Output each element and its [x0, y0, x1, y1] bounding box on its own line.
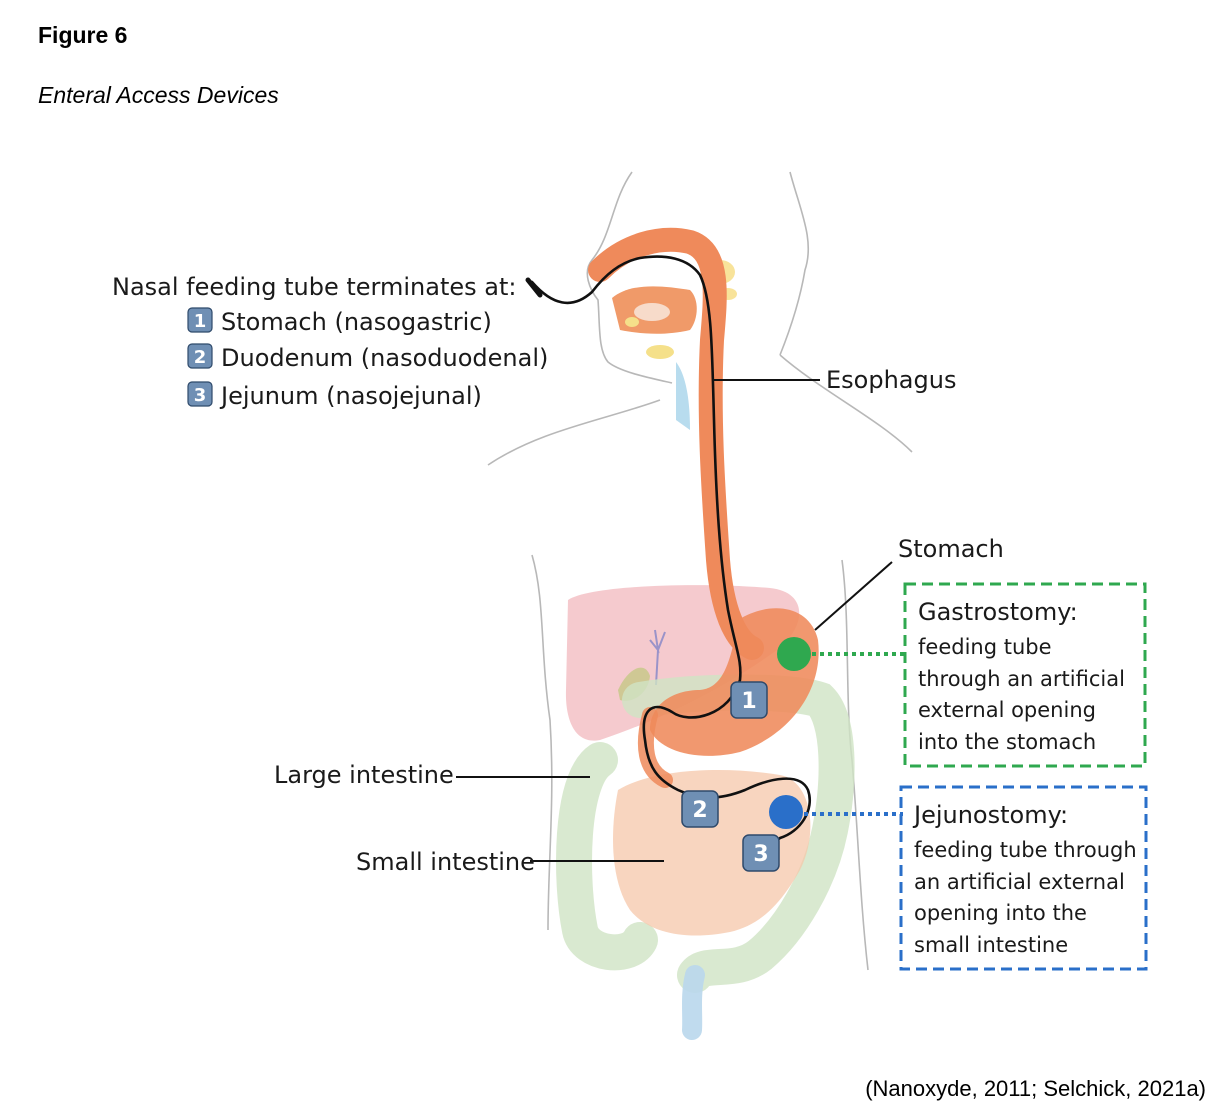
svg-text:2: 2 — [692, 798, 707, 823]
nasal-legend-item-1: 1 Stomach (nasogastric) — [187, 307, 492, 336]
svg-text:an artificial external: an artificial external — [914, 870, 1125, 894]
nasal-legend-item-2: 2 Duodenum (nasoduodenal) — [187, 343, 548, 372]
svg-text:external opening: external opening — [918, 698, 1096, 722]
svg-text:opening into the: opening into the — [914, 901, 1087, 925]
svg-text:Duodenum (nasoduodenal): Duodenum (nasoduodenal) — [221, 344, 548, 372]
marker-2: 2 — [681, 790, 719, 828]
marker-1: 1 — [730, 681, 768, 719]
rectum — [682, 965, 705, 1040]
tube-connector — [525, 277, 543, 298]
svg-text:2: 2 — [194, 347, 207, 368]
label-esophagus: Esophagus — [826, 366, 956, 394]
svg-text:Gastrostomy:: Gastrostomy: — [918, 598, 1078, 626]
svg-text:Jejunostomy:: Jejunostomy: — [912, 801, 1068, 829]
svg-text:1: 1 — [194, 311, 207, 332]
svg-text:small intestine: small intestine — [914, 933, 1068, 957]
oral-cavity — [612, 260, 737, 430]
nasal-legend-heading: Nasal feeding tube terminates at: — [112, 273, 516, 301]
jejunostomy-box: Jejunostomy: feeding tube through an art… — [899, 785, 1148, 971]
svg-text:3: 3 — [753, 842, 768, 867]
small-intestine — [613, 770, 811, 936]
svg-text:feeding tube: feeding tube — [918, 635, 1052, 659]
label-small-intestine: Small intestine — [356, 848, 535, 876]
figure-title: Enteral Access Devices — [38, 82, 279, 108]
svg-text:into the stomach: into the stomach — [918, 730, 1096, 754]
svg-text:through an artificial: through an artificial — [918, 667, 1125, 691]
gastrostomy-box: Gastrostomy: feeding tube through an art… — [903, 582, 1147, 768]
label-stomach: Stomach — [898, 535, 1004, 563]
marker-3: 3 — [742, 834, 780, 872]
svg-text:1: 1 — [741, 689, 756, 714]
svg-text:Jejunum (nasojejunal): Jejunum (nasojejunal) — [219, 382, 482, 410]
jejunostomy-site — [769, 795, 803, 829]
figure-label: Figure 6 — [38, 22, 128, 48]
nasal-legend-item-3: 3 Jejunum (nasojejunal) — [187, 381, 482, 410]
svg-text:3: 3 — [194, 385, 207, 406]
leader-lines — [456, 379, 893, 862]
svg-text:feeding tube through: feeding tube through — [914, 838, 1137, 862]
bile-ducts — [649, 629, 666, 686]
label-large-intestine: Large intestine — [274, 761, 454, 789]
svg-text:Stomach (nasogastric): Stomach (nasogastric) — [221, 308, 492, 336]
gastrostomy-site — [777, 637, 811, 671]
figure-citation: (Nanoxyde, 2011; Selchick, 2021a) — [865, 1076, 1206, 1101]
